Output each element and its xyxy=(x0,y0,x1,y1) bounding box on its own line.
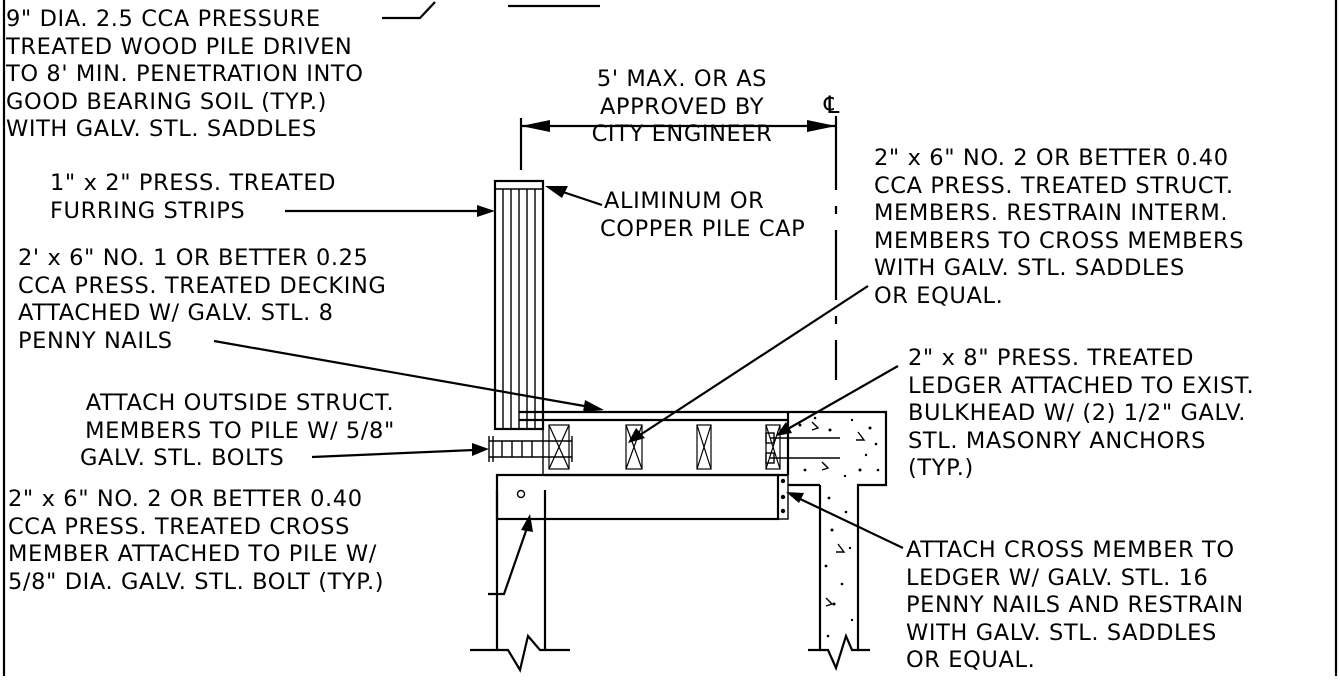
dimension-note-line: APPROVED BY xyxy=(599,93,765,120)
outside-members-note: ATTACH OUTSIDE STRUCT. MEMBERS TO PILE W… xyxy=(40,390,440,473)
ledger-note-line: STL. MASONRY ANCHORS xyxy=(908,427,1207,454)
struct-members-note-line: CCA PRESS. TREATED STRUCT. xyxy=(874,172,1234,199)
decking-note: 2' x 6" NO. 1 OR BETTER 0.25 CCA PRESS. … xyxy=(18,245,386,355)
furring-note-line: 1" x 2" PRESS. TREATED xyxy=(50,170,337,196)
pile-note-line: 9" DIA. 2.5 CCA PRESSURE xyxy=(6,6,321,32)
cross-to-ledger-note-line: WITH GALV. STL. SADDLES xyxy=(906,619,1217,646)
pile-note-line: TO 8' MIN. PENETRATION INTO xyxy=(6,61,364,87)
cross-member-note-line: 2" x 6" NO. 2 OR BETTER 0.40 xyxy=(8,486,363,512)
cross-to-ledger-note-line: LEDGER W/ GALV. STL. 16 xyxy=(906,564,1209,591)
outside-members-note-line: MEMBERS TO PILE W/ 5/8" xyxy=(85,417,395,444)
furring-note: 1" x 2" PRESS. TREATED FURRING STRIPS xyxy=(50,170,336,225)
dimension-note: 5' MAX. OR AS APPROVED BY CITY ENGINEER xyxy=(562,66,802,149)
dimension-line xyxy=(519,118,836,170)
cross-to-ledger-note-line: ATTACH CROSS MEMBER TO xyxy=(906,537,1235,563)
pile-note: 9" DIA. 2.5 CCA PRESSURE TREATED WOOD PI… xyxy=(6,6,364,144)
deck-structure xyxy=(488,410,840,521)
leader-lines xyxy=(213,186,904,596)
cross-to-ledger-note: ATTACH CROSS MEMBER TO LEDGER W/ GALV. S… xyxy=(906,537,1244,675)
pile-cap-note-line: ALIMINUM OR xyxy=(604,188,765,214)
ledger-note-line: (TYP.) xyxy=(908,455,974,481)
centerline-symbol: ℄ xyxy=(824,91,841,119)
ledger-note-line: BULKHEAD W/ (2) 1/2" GALV. xyxy=(908,400,1247,426)
ledger-note-line: 2" x 8" PRESS. TREATED xyxy=(908,345,1195,371)
cross-member-note-line: 5/8" DIA. GALV. STL. BOLT (TYP.) xyxy=(8,568,385,595)
pile-leader xyxy=(382,1,436,20)
struct-members-note-line: 2" x 6" NO. 2 OR BETTER 0.40 xyxy=(874,145,1229,171)
struct-members-note: 2" x 6" NO. 2 OR BETTER 0.40 CCA PRESS. … xyxy=(874,145,1244,310)
outside-members-note-line: ATTACH OUTSIDE STRUCT. xyxy=(85,390,395,416)
ledger-note: 2" x 8" PRESS. TREATED LEDGER ATTACHED T… xyxy=(908,345,1254,483)
concrete-bulkhead xyxy=(786,410,888,672)
decking-note-line: PENNY NAILS xyxy=(18,327,173,354)
pile-note-line: WITH GALV. STL. SADDLES xyxy=(6,116,317,142)
cross-member-note-line: CCA PRESS. TREATED CROSS xyxy=(8,513,350,540)
struct-members-note-line: WITH GALV. STL. SADDLES xyxy=(874,255,1185,281)
pile-cap-note-line: COPPER PILE CAP xyxy=(600,215,806,242)
struct-members-note-line: MEMBERS. RESTRAIN INTERM. xyxy=(874,200,1229,226)
cross-to-ledger-note-line: OR EQUAL. xyxy=(906,647,1036,673)
pile-note-line: GOOD BEARING SOIL (TYP.) xyxy=(6,88,328,115)
cross-member-note-line: MEMBER ATTACHED TO PILE W/ xyxy=(8,541,377,567)
struct-members-note-line: MEMBERS TO CROSS MEMBERS xyxy=(874,227,1245,254)
pile-cap-note: ALIMINUM OR COPPER PILE CAP xyxy=(600,188,805,243)
cross-to-ledger-note-line: PENNY NAILS AND RESTRAIN xyxy=(906,592,1244,618)
cross-member-note: 2" x 6" NO. 2 OR BETTER 0.40 CCA PRESS. … xyxy=(8,486,384,596)
dimension-note-line: 5' MAX. OR AS xyxy=(596,66,768,92)
dimension-note-line: CITY ENGINEER xyxy=(591,121,773,147)
wood-pile xyxy=(470,179,570,673)
ledger-note-line: LEDGER ATTACHED TO EXIST. xyxy=(908,372,1255,399)
decking-note-line: CCA PRESS. TREATED DECKING xyxy=(18,272,387,299)
decking-note-line: ATTACHED W/ GALV. STL. 8 xyxy=(18,300,334,326)
decking-note-line: 2' x 6" NO. 1 OR BETTER 0.25 xyxy=(18,245,369,271)
outside-members-note-line: GALV. STL. BOLTS xyxy=(80,445,285,471)
struct-members-note-line: OR EQUAL. xyxy=(874,282,1004,309)
furring-note-line: FURRING STRIPS xyxy=(50,197,246,224)
pile-note-line: TREATED WOOD PILE DRIVEN xyxy=(6,33,353,60)
